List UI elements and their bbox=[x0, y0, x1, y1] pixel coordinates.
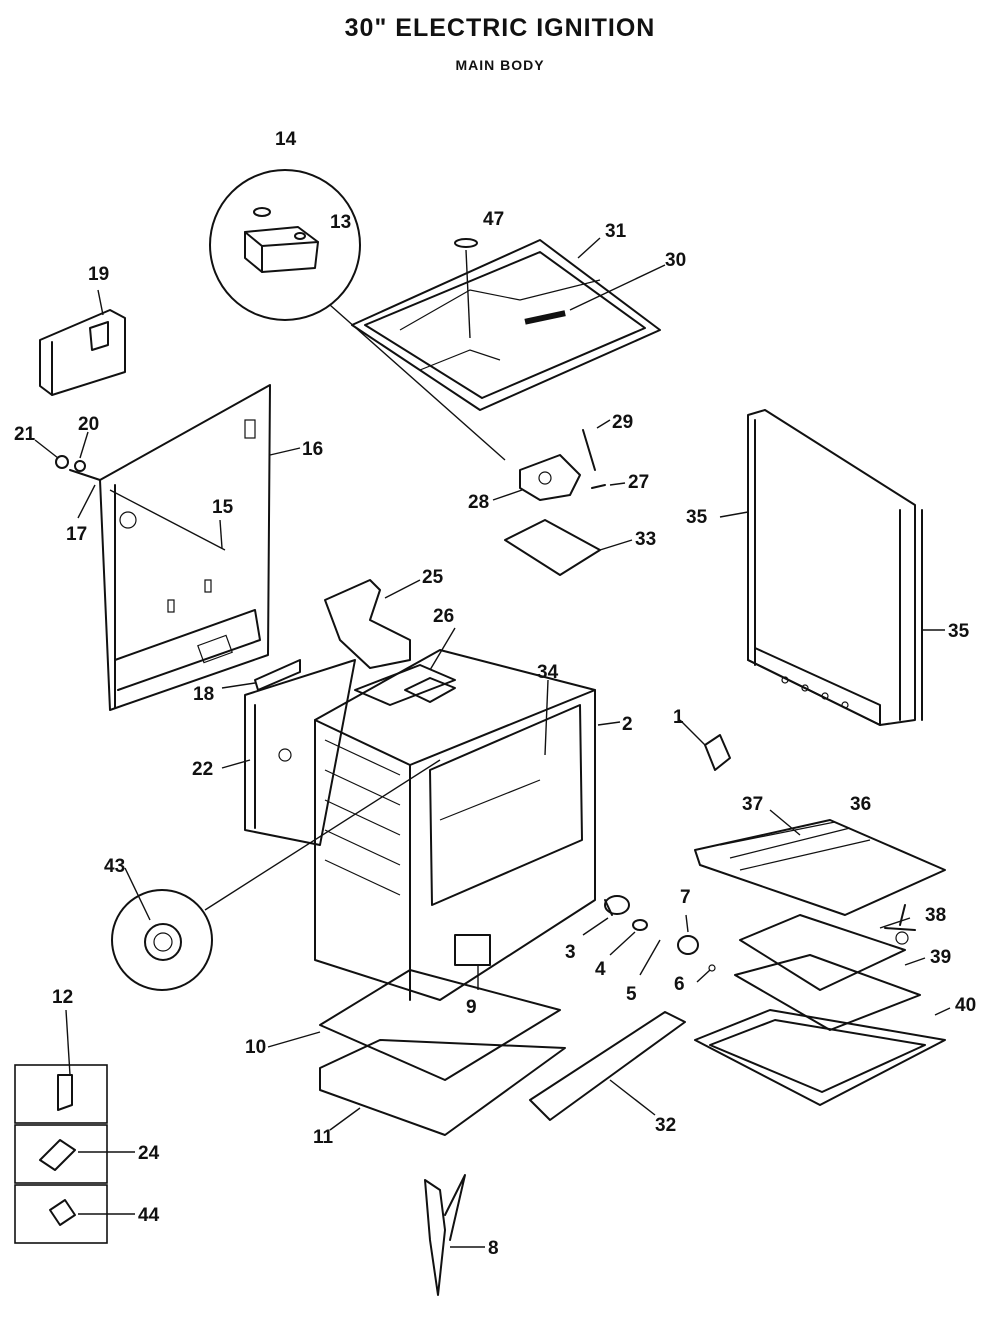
label-part-13: 13 bbox=[330, 212, 351, 233]
label-part-36: 36 bbox=[850, 794, 871, 815]
label-part-2: 2 bbox=[622, 714, 633, 735]
label-part-21: 21 bbox=[14, 424, 36, 445]
label-part-3: 3 bbox=[565, 942, 576, 963]
label-part-29: 29 bbox=[612, 412, 633, 433]
label-part-34: 34 bbox=[537, 662, 559, 683]
label-part-37: 37 bbox=[742, 794, 763, 815]
label-part-30: 30 bbox=[665, 250, 686, 271]
part-30-31-cooktop bbox=[351, 237, 666, 411]
part-16-back-panel bbox=[99, 384, 301, 711]
label-part-31: 31 bbox=[605, 221, 627, 242]
label-part-38: 38 bbox=[925, 905, 946, 926]
label-part-43: 43 bbox=[104, 856, 125, 877]
part-number-labels: 14 13 47 31 30 19 21 20 16 17 15 29 27 2… bbox=[14, 129, 976, 1259]
label-part-32: 32 bbox=[655, 1115, 676, 1136]
parts-3-9-controls bbox=[454, 895, 716, 990]
label-part-47: 47 bbox=[483, 209, 504, 230]
label-part-15: 15 bbox=[212, 497, 234, 518]
label-part-12: 12 bbox=[52, 987, 73, 1008]
label-part-5: 5 bbox=[626, 984, 637, 1005]
detail-circle-13-14 bbox=[209, 169, 506, 461]
label-part-39: 39 bbox=[930, 947, 951, 968]
label-part-7: 7 bbox=[680, 887, 691, 908]
label-part-26: 26 bbox=[433, 606, 454, 627]
label-part-33: 33 bbox=[635, 529, 656, 550]
label-part-17: 17 bbox=[66, 524, 87, 545]
label-part-10: 10 bbox=[245, 1037, 266, 1058]
label-part-20: 20 bbox=[78, 414, 99, 435]
label-part-4: 4 bbox=[595, 959, 606, 980]
detail-boxes-12-24-44 bbox=[14, 1009, 135, 1244]
part-22-side-panel bbox=[221, 659, 356, 846]
parts-36-40-broiler bbox=[694, 809, 951, 1106]
label-part-8: 8 bbox=[488, 1238, 499, 1259]
label-part-9: 9 bbox=[466, 997, 477, 1018]
part-8-leg bbox=[424, 1174, 485, 1296]
main-oven-body bbox=[314, 649, 596, 1001]
label-part-40: 40 bbox=[955, 995, 976, 1016]
label-part-22: 22 bbox=[192, 759, 213, 780]
label-part-1: 1 bbox=[673, 707, 684, 728]
label-part-27: 27 bbox=[628, 472, 649, 493]
label-part-14: 14 bbox=[275, 129, 297, 150]
label-part-44: 44 bbox=[138, 1205, 160, 1226]
label-part-19: 19 bbox=[88, 264, 109, 285]
label-part-35-right: 35 bbox=[948, 621, 970, 642]
part-35-oven-door bbox=[719, 409, 945, 726]
label-part-35-left: 35 bbox=[686, 507, 708, 528]
diagram-title: 30" ELECTRIC IGNITION bbox=[344, 14, 656, 42]
label-part-24: 24 bbox=[138, 1143, 160, 1164]
parts-25-26-18 bbox=[221, 579, 456, 691]
detail-circle-43 bbox=[111, 759, 441, 991]
label-part-18: 18 bbox=[193, 684, 214, 705]
label-part-11: 11 bbox=[313, 1127, 334, 1148]
label-part-25: 25 bbox=[422, 567, 444, 588]
label-part-6: 6 bbox=[674, 974, 685, 995]
label-part-28: 28 bbox=[468, 492, 489, 513]
parts-20-21-hardware bbox=[34, 431, 101, 519]
part-19-bracket bbox=[39, 289, 126, 396]
parts-27-29-igniter bbox=[492, 419, 633, 576]
label-part-16: 16 bbox=[302, 439, 323, 460]
parts-34-2-1 bbox=[544, 679, 731, 771]
parts-10-11-32-base bbox=[267, 969, 686, 1136]
diagram-subtitle: MAIN BODY bbox=[455, 57, 545, 73]
